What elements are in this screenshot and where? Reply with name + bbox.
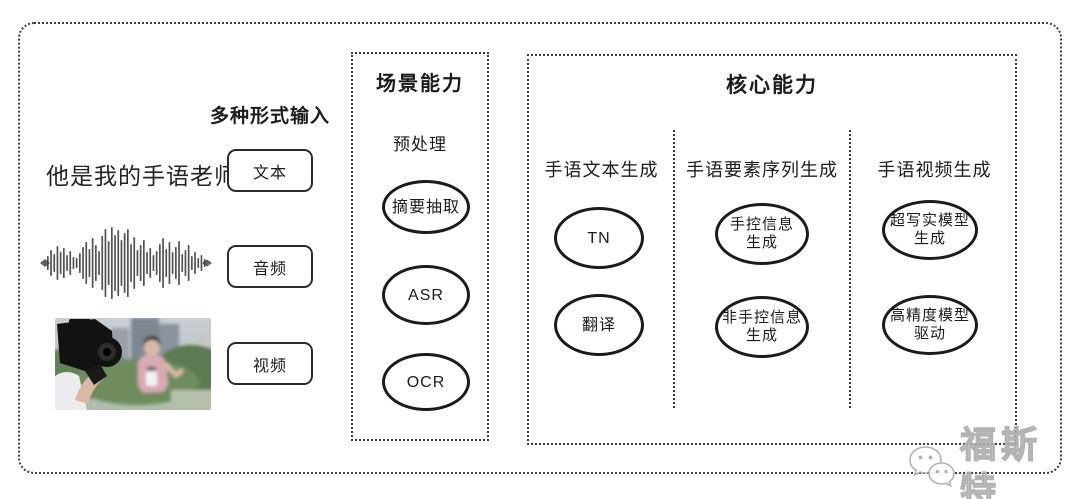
- node-high-precision-model-driving: 高精度模型 驱动: [882, 295, 978, 355]
- audio-waveform-icon: [40, 226, 212, 300]
- column-divider: [673, 130, 675, 408]
- node-label-line2: 生成: [745, 327, 778, 344]
- wechat-logo-icon: [908, 445, 956, 491]
- column-header-sign-video-generation: 手语视频生成: [877, 160, 992, 180]
- node-translation: 翻译: [554, 294, 644, 356]
- watermark-text: 福斯特: [959, 423, 1043, 499]
- input-box-video-label: 视频: [252, 357, 287, 375]
- preprocess-label: 预处理: [393, 135, 447, 154]
- node-label: 翻译: [581, 316, 616, 334]
- input-box-text-label: 文本: [252, 164, 287, 182]
- node-label-line1: 超写实模型: [889, 212, 970, 229]
- sample-text-sentence: 他是我的手语老师: [46, 163, 238, 189]
- node-label-line2: 生成: [913, 230, 946, 247]
- node-ocr: OCR: [382, 353, 470, 411]
- input-box-audio-label: 音频: [252, 260, 287, 278]
- node-tn: TN: [554, 207, 644, 269]
- node-manual-info-generation: 手控信息 生成: [715, 203, 809, 265]
- input-box-video: 视频: [227, 342, 313, 385]
- outer-dotted-frame: [18, 22, 1062, 474]
- column-header-sign-text-generation: 手语文本生成: [544, 160, 659, 180]
- scene-capability-title: 场景能力: [376, 73, 464, 95]
- scene-capability-box: 场景能力 预处理 摘要抽取 ASR OCR: [351, 52, 489, 441]
- node-summary-extraction: 摘要抽取: [382, 180, 470, 234]
- node-label: ASR: [408, 286, 444, 304]
- node-label-line2: 驱动: [913, 325, 946, 342]
- node-label-line1: 高精度模型: [889, 307, 970, 324]
- input-box-audio: 音频: [227, 245, 313, 288]
- input-box-text: 文本: [227, 149, 313, 192]
- input-section-heading: 多种形式输入: [209, 106, 330, 127]
- core-capability-title: 核心能力: [726, 74, 818, 97]
- node-label-line1: 手控信息: [729, 216, 794, 233]
- column-header-sign-element-sequence-generation: 手语要素序列生成: [686, 160, 838, 180]
- column-divider: [849, 130, 851, 408]
- node-label: 摘要抽取: [391, 198, 460, 216]
- node-asr: ASR: [382, 265, 470, 325]
- node-label-line2: 生成: [745, 234, 778, 251]
- node-non-manual-info-generation: 非手控信息 生成: [715, 296, 809, 358]
- watermark: 福斯特: [908, 422, 1080, 499]
- node-label: TN: [587, 229, 611, 247]
- node-hyperrealistic-model-generation: 超写实模型 生成: [882, 200, 978, 260]
- camera-reporter-photo: [55, 318, 211, 410]
- node-label: OCR: [406, 373, 446, 391]
- core-capability-box: 核心能力 手语文本生成 手语要素序列生成 手语视频生成 TN 翻译 手控信息 生…: [527, 54, 1017, 445]
- node-label-line1: 非手控信息: [721, 309, 802, 326]
